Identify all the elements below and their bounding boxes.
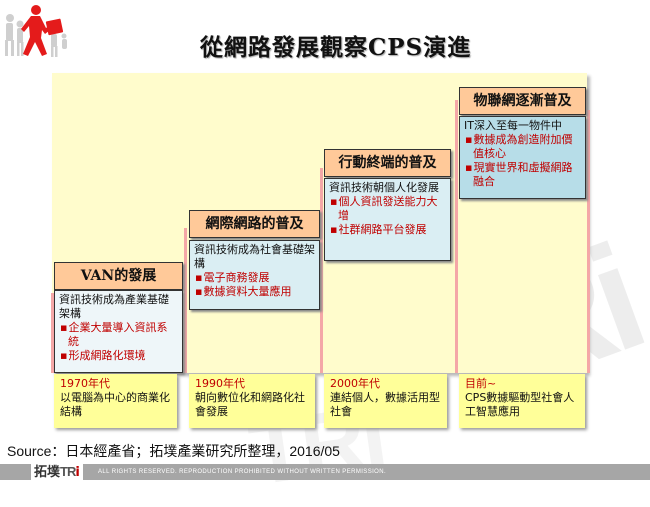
stage-divider (184, 228, 187, 373)
footer-logo: 拓墣TRi (31, 463, 83, 481)
era-description: 朝向數位化和網路化社會發展 (195, 391, 305, 418)
stage-point: 形成網路化環境 (59, 349, 178, 363)
stage-point: 現實世界和虛擬網路融合 (464, 161, 581, 189)
stage-heading-mobile: 行動終端的普及 (324, 149, 451, 177)
footer-bar (0, 464, 650, 480)
stage-divider (320, 168, 323, 373)
era-year: 2000年代 (330, 377, 380, 390)
era-description: CPS數據驅動型社會人工智慧應用 (465, 391, 575, 418)
era-description: 連結個人，數據活用型社會 (330, 391, 440, 418)
copyright-notice: ALL RIGHTS RESERVED. REPRODUCTION PROHIB… (98, 469, 387, 475)
stage-lead: 資訊技術朝個人化發展 (329, 181, 439, 194)
stage-lead: 資訊技術成為產業基礎架構 (59, 293, 169, 320)
stage-point: 數據資料大量應用 (194, 285, 315, 299)
stage-point: 企業大量導入資訊系統 (59, 321, 178, 349)
stage-lead: IT深入至每一物件中 (464, 119, 562, 132)
stage-body-van: 資訊技術成為產業基礎架構 企業大量導入資訊系統 形成網路化環境 (54, 290, 183, 373)
stage-heading-iot: 物聯網逐漸普及 (459, 87, 586, 115)
stage-point: 數據成為創造附加價值核心 (464, 133, 581, 161)
stage-point: 社群網路平台發展 (329, 223, 446, 237)
stage-divider (51, 293, 54, 373)
era-description: 以電腦為中心的商業化結構 (60, 391, 170, 418)
stage-point: 個人資訊發送能力大增 (329, 195, 446, 223)
source-citation: Source：日本經產省；拓墣產業研究所整理，2016/05 (7, 443, 340, 459)
footer-brand-en: TR (60, 464, 76, 479)
era-year: 目前~ (465, 377, 497, 390)
era-box-1990s: 1990年代 朝向數位化和網路化社會發展 (189, 374, 315, 428)
era-box-2000s: 2000年代 連結個人，數據活用型社會 (324, 374, 447, 428)
page-title: 從網路發展觀察CPS演進 (200, 34, 472, 61)
stage-divider (455, 100, 458, 373)
stage-divider (587, 110, 590, 373)
era-box-1970s: 1970年代 以電腦為中心的商業化結構 (54, 374, 177, 428)
stage-body-mobile: 資訊技術朝個人化發展 個人資訊發送能力大增 社群網路平台發展 (324, 178, 451, 261)
stage-point: 電子商務發展 (194, 271, 315, 285)
footer-brand-i: i (75, 465, 80, 480)
stage-body-internet: 資訊技術成為社會基礎架構 電子商務發展 數據資料大量應用 (189, 240, 320, 310)
stage-body-iot: IT深入至每一物件中 數據成為創造附加價值核心 現實世界和虛擬網路融合 (459, 116, 586, 199)
footer-brand-cn: 拓墣 (34, 465, 61, 480)
walking-businessman-icon (2, 2, 74, 64)
stage-heading-van: VAN的發展 (54, 262, 183, 290)
era-year: 1990年代 (195, 377, 245, 390)
stage-heading-internet: 網際網路的普及 (189, 210, 320, 238)
stage-lead: 資訊技術成為社會基礎架構 (194, 243, 315, 270)
era-year: 1970年代 (60, 377, 110, 390)
era-box-current: 目前~ CPS數據驅動型社會人工智慧應用 (459, 374, 585, 428)
